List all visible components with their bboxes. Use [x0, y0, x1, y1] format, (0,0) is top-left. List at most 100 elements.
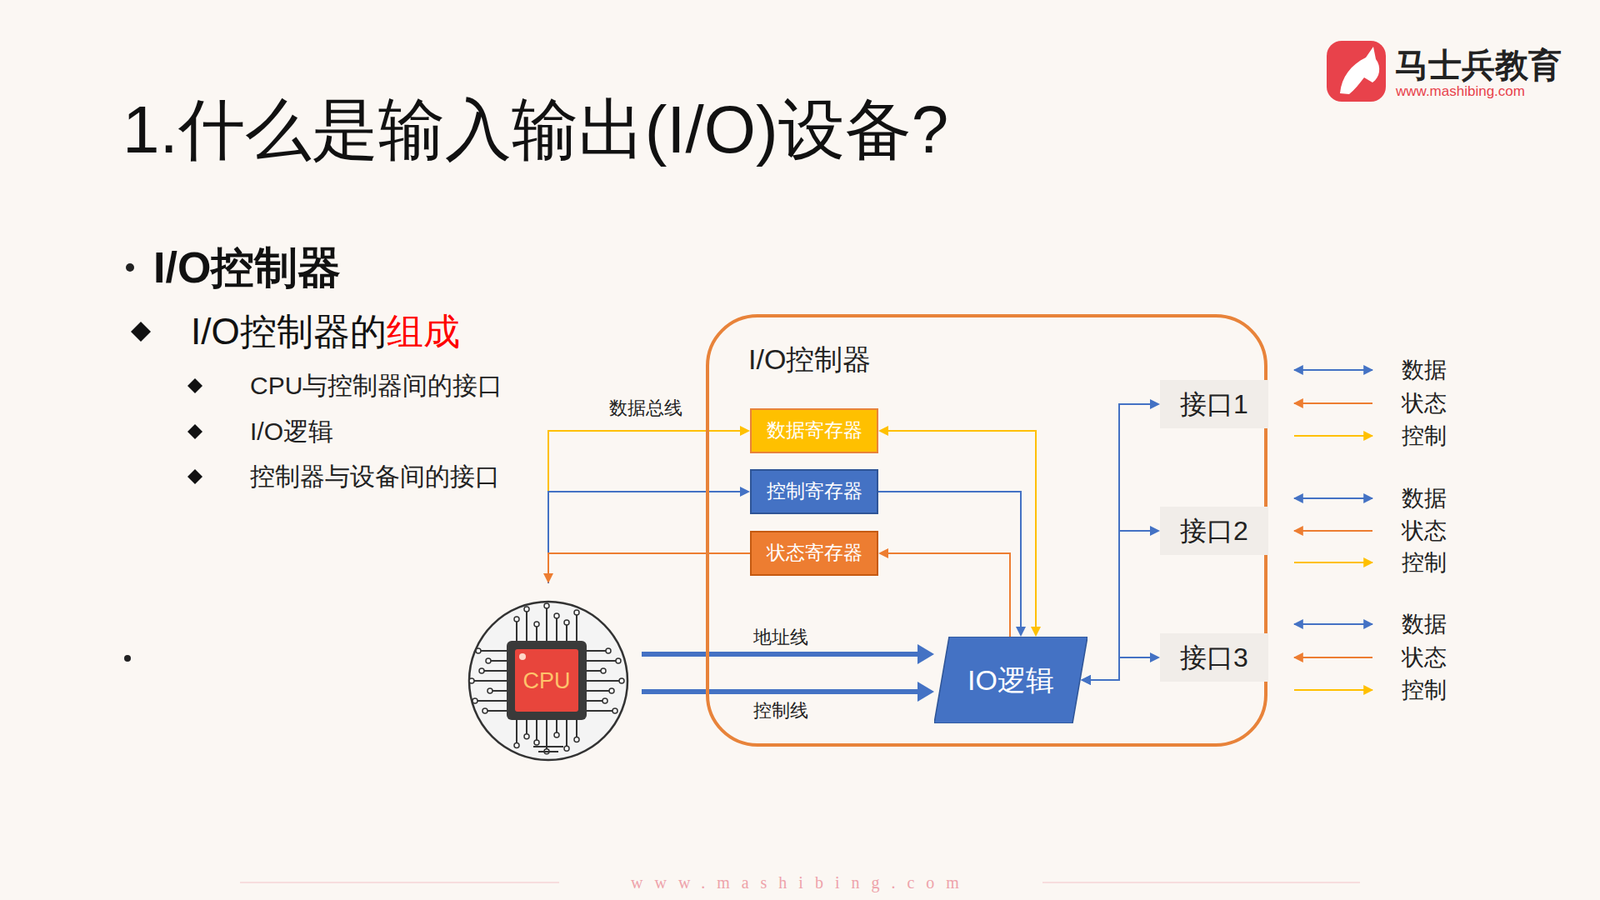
bullet-diamond: [130, 321, 151, 342]
cpu-trace: [565, 720, 568, 749]
logo-mark: [1340, 46, 1380, 95]
logo-text: 马士兵教育: [1395, 45, 1562, 85]
signal-name: 数据: [1401, 610, 1447, 638]
cpu-package: [506, 640, 587, 720]
reg-label: 控制寄存器: [766, 480, 863, 504]
para-label: IO逻辑: [967, 663, 1055, 698]
control-arrow: [1294, 689, 1373, 691]
signal-name: 状态: [1401, 644, 1447, 671]
cpu-trace-pad: [564, 745, 570, 751]
data-arrow: [1294, 497, 1373, 500]
status-arrow: [1294, 530, 1373, 532]
cpu-trace: [586, 680, 622, 682]
sub-bullet-item: I/O逻辑: [250, 416, 334, 447]
cpu-ring: [469, 601, 628, 760]
cpu-base-line: [533, 745, 564, 748]
cpu-trace-pad: [479, 668, 485, 674]
footer-rule: [1042, 882, 1360, 884]
arrowhead: [917, 681, 935, 702]
connector: [543, 553, 750, 584]
connector-line: [548, 553, 750, 575]
cpu-trace-pad: [554, 732, 560, 738]
cpu-die: [515, 649, 579, 712]
connector-line: [886, 430, 1036, 629]
cpu-trace: [525, 609, 528, 641]
slide-title: 1.什么是输入输出(I/O)设备?: [122, 90, 949, 170]
cpu-trace-pad: [544, 603, 550, 609]
connector-line: [886, 553, 1010, 637]
signal-name: 状态: [1401, 390, 1447, 417]
watermark: www.mashibing.com: [630, 872, 971, 893]
data-arrow: [1294, 623, 1373, 625]
reg-label: 数据寄存器: [766, 419, 863, 443]
cpu-trace: [586, 710, 615, 712]
cpu-base-line: [538, 750, 559, 753]
cpu-trace: [515, 619, 518, 641]
cpu-trace-pad: [612, 708, 618, 714]
cpu-trace: [586, 660, 619, 662]
cpu-trace: [481, 670, 507, 672]
reg-label: 状态寄存器: [766, 541, 863, 565]
cpu-trace-pad: [485, 658, 491, 664]
status-arrow: [1294, 656, 1373, 659]
cpu-trace: [586, 690, 612, 692]
bullet-diamond: [187, 424, 203, 440]
cpu-trace-pad: [482, 708, 488, 714]
signal-name: 数据: [1401, 485, 1447, 512]
cpu-trace-pad: [514, 743, 520, 749]
interface-box: 接口3: [1160, 633, 1269, 682]
cpu-trace-pad: [487, 688, 493, 694]
bullet-item: I/O控制器的: [190, 310, 387, 355]
port-label: 接口3: [1180, 641, 1249, 674]
cpu-trace-pad: [514, 616, 520, 622]
controller-box: I/O控制器数据寄存器控制寄存器状态寄存器IO逻辑接口1接口2接口3: [705, 314, 1268, 747]
cpu-trace-pad: [605, 648, 611, 654]
connector: [1080, 399, 1160, 685]
cpu-trace-pad: [524, 734, 530, 740]
status-arrow: [1294, 402, 1373, 405]
connector-line: [548, 491, 742, 584]
control-arrow: [1294, 561, 1373, 564]
connector-line: [878, 491, 1021, 629]
cpu-trace: [586, 650, 609, 652]
cpu-trace-pad: [475, 648, 481, 654]
connector: [878, 491, 1026, 637]
signal-name: 状态: [1401, 517, 1447, 545]
footer-rule: [240, 882, 560, 884]
register-box: 控制寄存器: [750, 469, 879, 515]
connector-line: [641, 651, 920, 657]
sub-bullet-item: CPU与控制器间的接口: [250, 370, 503, 401]
cpu-trace-pad: [524, 606, 530, 612]
cpu-trace-pad: [574, 610, 580, 615]
cpu-chip: CPU: [455, 583, 642, 763]
cpu-trace-pad: [554, 613, 560, 619]
bullet-heading: I/O控制器: [153, 241, 341, 294]
cpu-trace-pad: [574, 736, 580, 742]
cpu-trace-pad: [600, 668, 606, 674]
bullet-diamond: [187, 378, 203, 394]
connector-line: [1089, 530, 1152, 680]
cpu-trace: [471, 680, 507, 682]
box-heading: I/O控制器: [748, 342, 871, 377]
logic-parallelogram: IO逻辑: [934, 636, 1088, 724]
cpu-trace: [478, 650, 507, 652]
cpu-trace-pad: [609, 688, 615, 694]
cpu-trace: [545, 605, 548, 641]
bullet-diamond: [187, 469, 203, 485]
arrowhead: [917, 644, 935, 665]
bullet-dot: [124, 655, 131, 662]
cpu-label: CPU: [522, 667, 570, 695]
interface-box: 接口2: [1160, 506, 1269, 555]
parallelogram-shape: [934, 636, 1088, 724]
cpu-trace-pad: [469, 678, 475, 684]
data-arrow: [1294, 369, 1373, 371]
connector-label: 控制线: [750, 700, 812, 722]
connector-line: [1089, 404, 1152, 680]
connector: [1080, 652, 1160, 685]
cpu-trace: [575, 612, 578, 641]
cpu-trace: [535, 720, 538, 743]
sub-bullet-item: 控制器与设备间的接口: [250, 461, 500, 492]
connector-line: [641, 689, 920, 695]
connector-line: [548, 430, 742, 584]
cpu-trace-pad: [534, 621, 540, 627]
